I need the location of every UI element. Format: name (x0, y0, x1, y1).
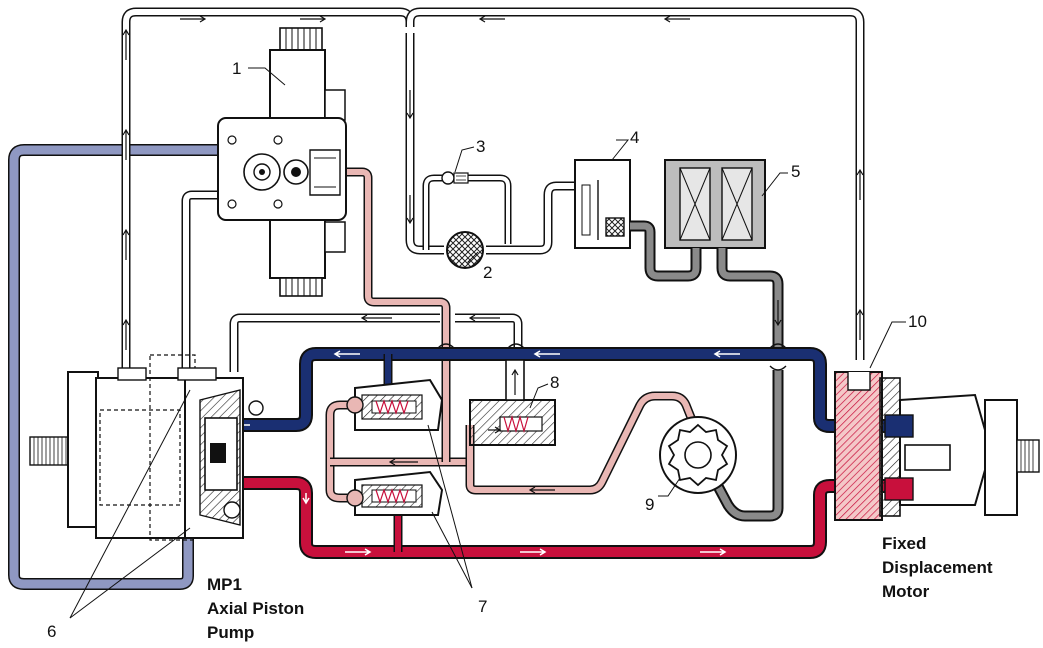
charge-pump-9 (659, 416, 737, 494)
axial-piston-pump (29, 354, 264, 541)
callout-2: 2 (483, 263, 492, 282)
heat-exchanger-5 (664, 159, 766, 249)
charge-pressure-line (346, 167, 451, 440)
callout-10: 10 (908, 312, 927, 331)
charge-relief-valve-8 (469, 359, 556, 446)
callout-3: 3 (476, 137, 485, 156)
control-line-left (181, 190, 218, 372)
motor-caption-line3: Motor (882, 582, 930, 601)
suction-line (630, 220, 784, 522)
check-valve-3 (441, 171, 469, 185)
callout-4: 4 (630, 128, 639, 147)
callout-5: 5 (791, 162, 800, 181)
return-arrows (122, 15, 864, 350)
line-crossovers (437, 343, 787, 371)
charge-internal-lines (325, 391, 705, 503)
relief-valve-upper-7 (346, 378, 444, 431)
callout-7: 7 (478, 597, 487, 616)
servo-line (229, 313, 523, 372)
callout-6: 6 (47, 622, 56, 641)
relief-valve-lower-7 (346, 470, 444, 516)
filter-2 (446, 231, 484, 269)
callout-8: 8 (550, 373, 559, 392)
pump-caption-line2: Axial Piston (207, 599, 304, 618)
high-pressure-loop (205, 476, 890, 559)
high-loop-arrows (302, 493, 727, 556)
pump-caption: MP1 Axial Piston Pump (207, 575, 304, 642)
motor-caption-line2: Displacement (882, 558, 993, 577)
return-line-outer (121, 7, 865, 375)
callout-leaders (69, 67, 906, 619)
pump-caption-line1: MP1 (207, 575, 242, 594)
pump-caption-line3: Pump (207, 623, 254, 642)
case-drain-line (8, 144, 218, 590)
fixed-displacement-motor (834, 371, 1040, 521)
callout-1: 1 (232, 59, 241, 78)
motor-caption-line1: Fixed (882, 534, 926, 553)
control-valve-1 (217, 27, 347, 297)
motor-caption: Fixed Displacement Motor (882, 534, 993, 601)
charge-filter-circuit (422, 174, 575, 255)
callout-9: 9 (645, 495, 654, 514)
reservoir-4 (574, 159, 631, 249)
